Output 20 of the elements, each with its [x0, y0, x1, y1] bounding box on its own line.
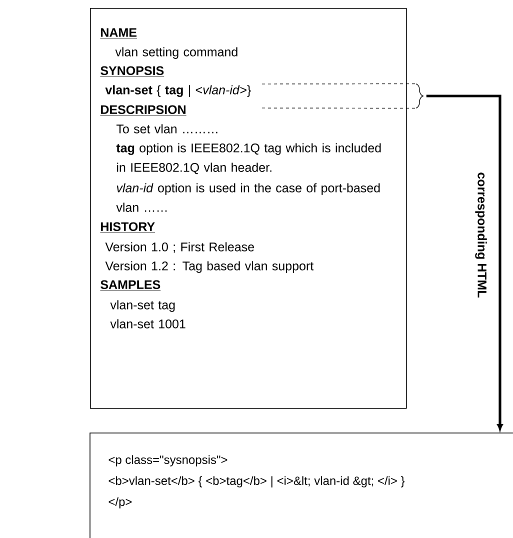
arrow: [426, 94, 503, 430]
body-text: tag option is IEEE802.1Q tag which is included in IEEE802.1Q vlan header.: [116, 143, 381, 174]
code-line: <b>vlan-set</b> { <b>tag</b> | <i>&lt; vlan-id &gt; </i> }: [108, 476, 405, 488]
body-text: vlan setting command: [115, 47, 238, 59]
edge-label: corresponding HTML: [474, 171, 488, 299]
body-text: To set vlan ………: [116, 124, 218, 134]
section-heading: DESCRIPSION: [100, 105, 187, 116]
body-text: vlan-set { tag | <vlan-id>}: [105, 85, 251, 97]
body-text: Version 1.2 : Tag based vlan support: [105, 261, 314, 273]
body-text: vlan-id option is used in the case of port-based vlan ……: [116, 183, 380, 212]
body-text: vlan-set 1001: [110, 319, 186, 328]
section-heading: SAMPLES: [100, 280, 161, 291]
curly-brace: [416, 83, 424, 109]
body-text: Version 1.0 ; First Release: [105, 242, 254, 253]
section-heading: SYNOPSIS: [100, 66, 164, 77]
body-text: vlan-set tag: [110, 300, 175, 312]
code-line: <p class="sysnopsis">: [108, 455, 228, 466]
section-heading: NAME: [100, 28, 138, 38]
code-line: </p>: [108, 497, 132, 508]
section-heading: HISTORY: [100, 222, 156, 233]
